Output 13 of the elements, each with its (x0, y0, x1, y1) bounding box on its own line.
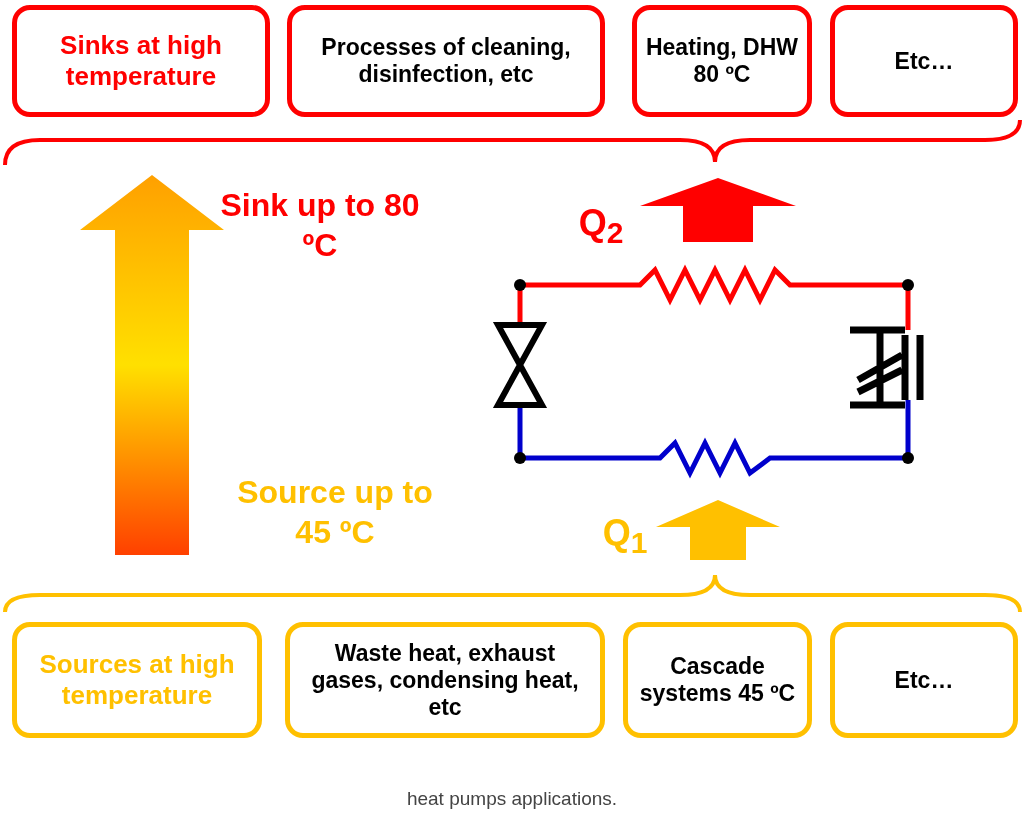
text-box: Waste heat, exhaust gases, condensing heat, etc (285, 622, 605, 738)
caption: heat pumps applications. (405, 788, 619, 810)
text-box: Cascade systems 45 ºC (623, 622, 812, 738)
text-box: Etc… (830, 5, 1018, 117)
heat-flow-label: Q$_{2}$ (577, 201, 625, 252)
temperature-label: Source up to 45 ºC (236, 473, 434, 552)
text-box: Etc… (830, 622, 1018, 738)
text-box: Sinks at high temperature (12, 5, 270, 117)
temperature-label: Sink up to 80 ºC (219, 186, 421, 265)
heat-flow-label: Q$_{1}$ (601, 511, 649, 562)
text-box: Heating, DHW 80 ºC (632, 5, 812, 117)
text-box: Sources at high temperature (12, 622, 262, 738)
text-box: Processes of cleaning, disinfection, etc (287, 5, 605, 117)
